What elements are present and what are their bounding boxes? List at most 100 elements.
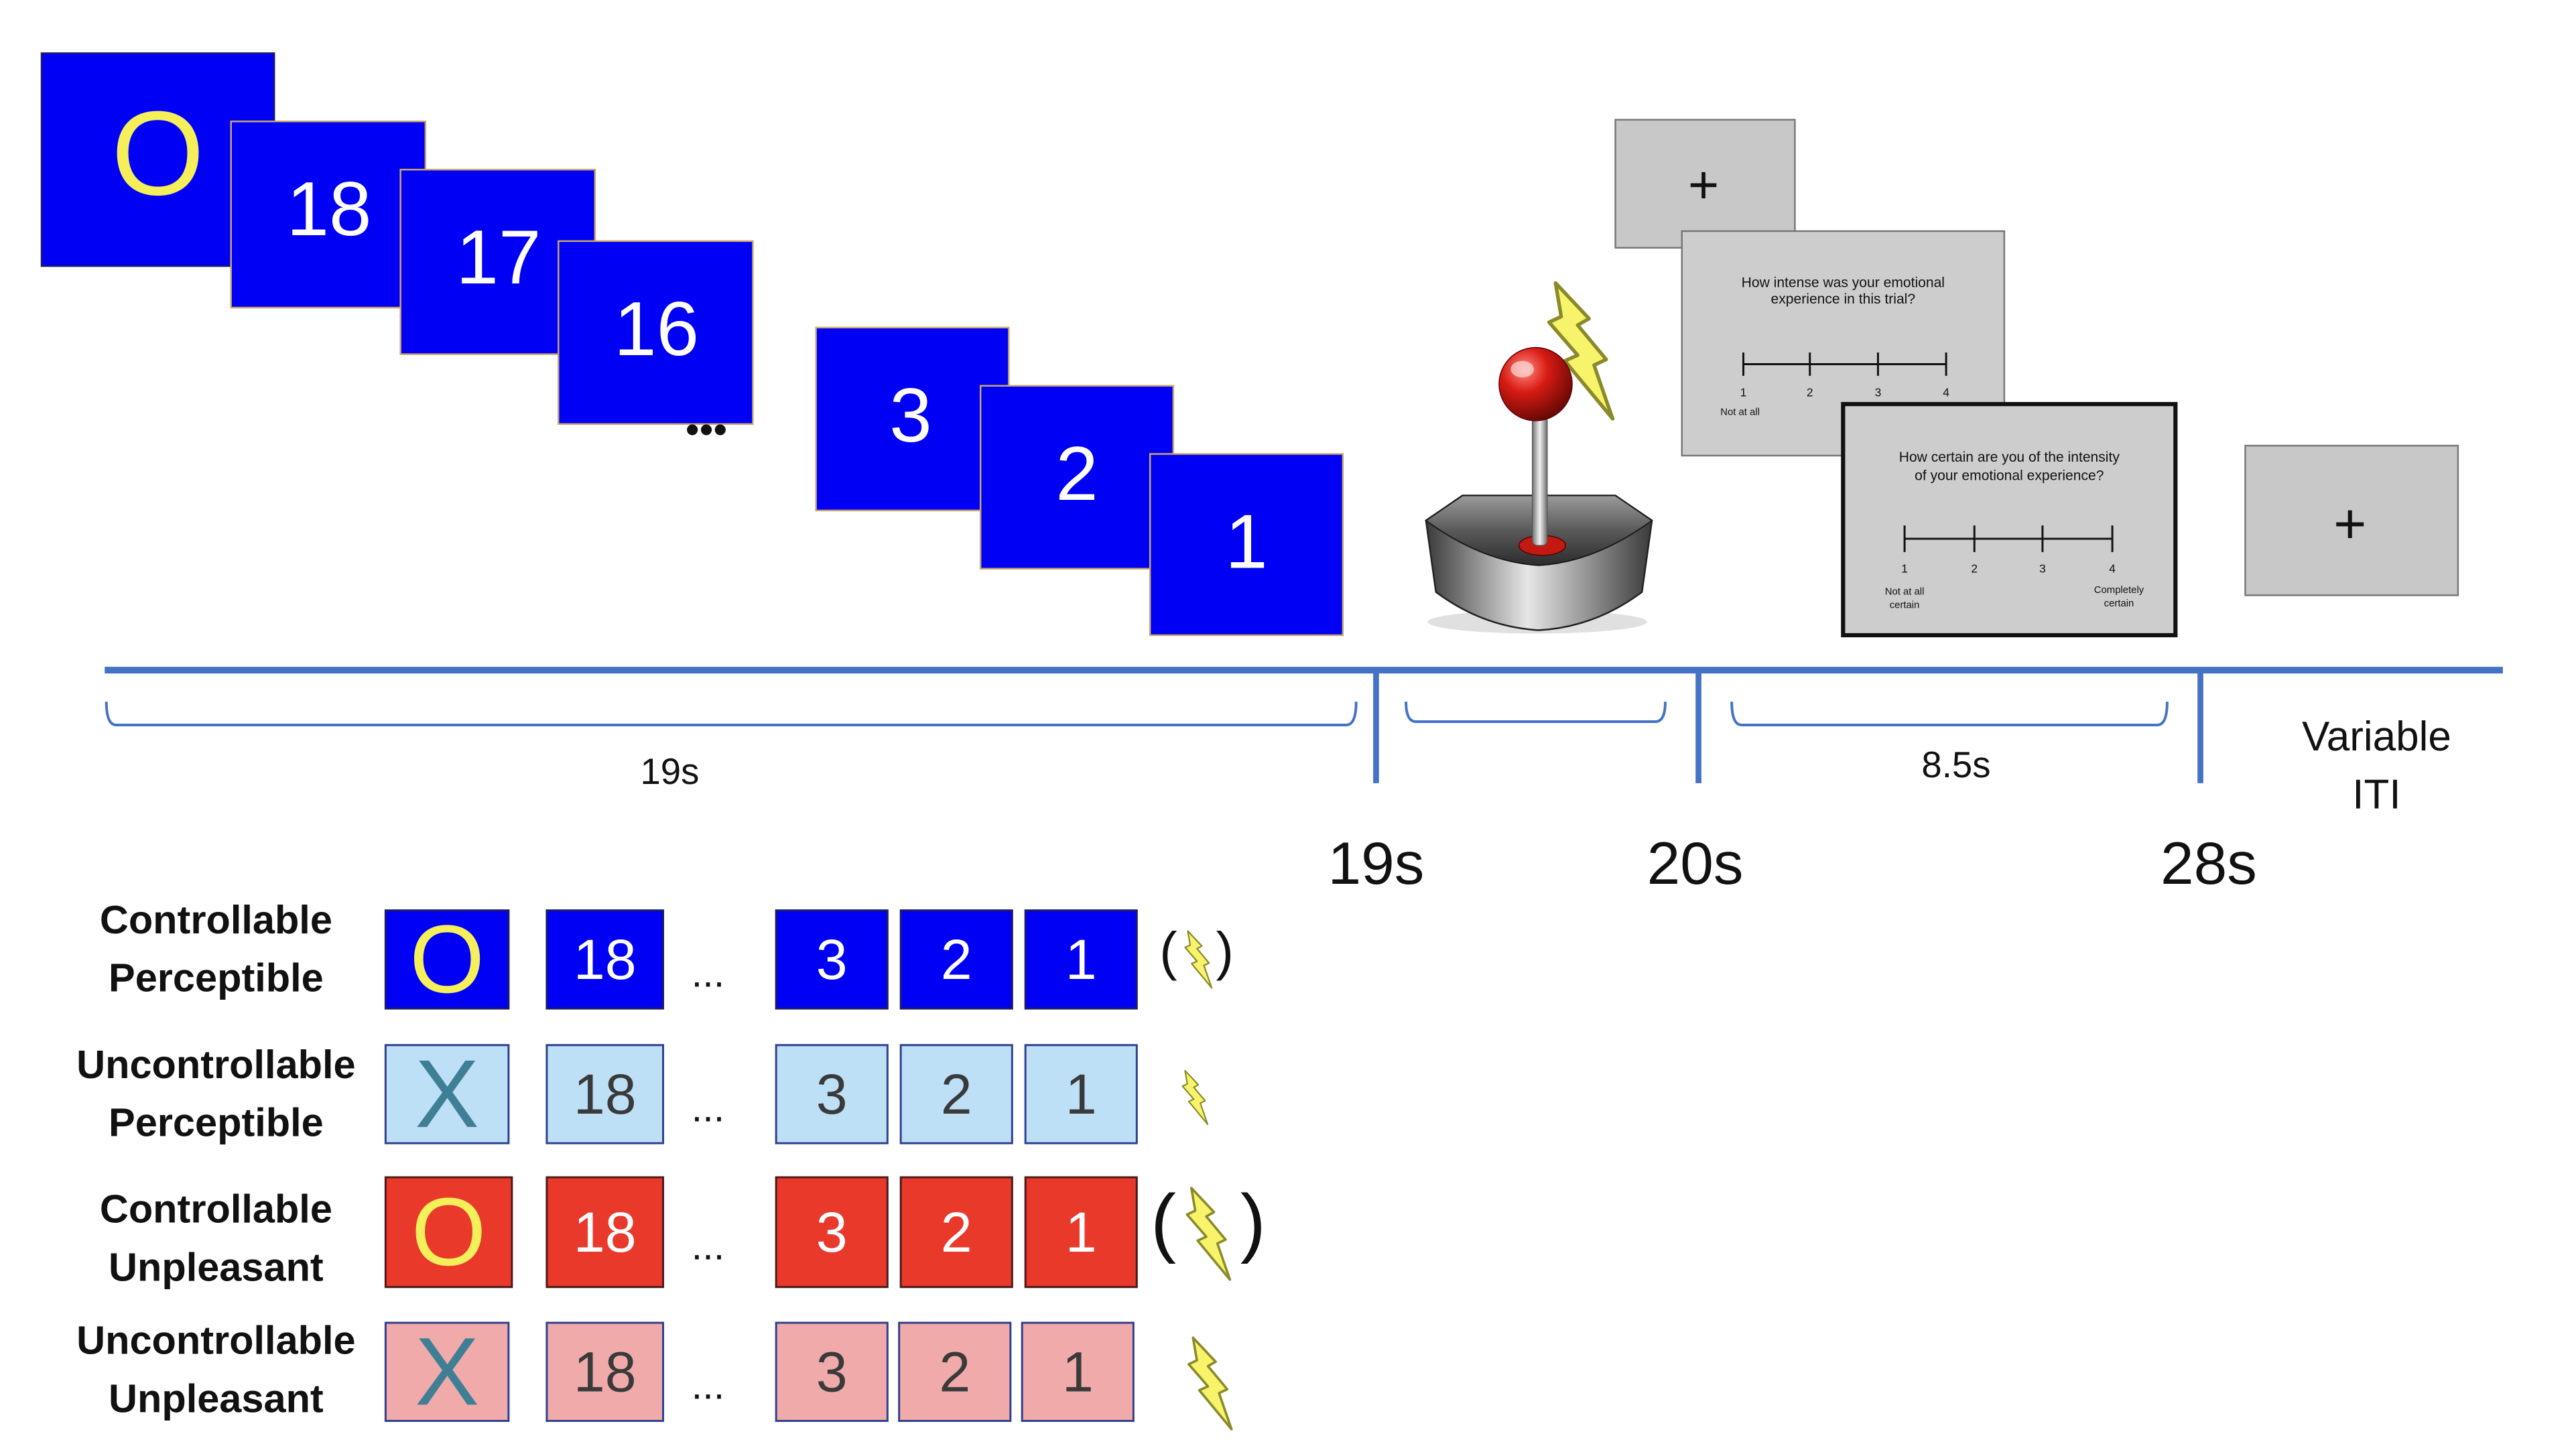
top-countdown-sequence: O 18 17 16 ••• 3 2 1 [40, 52, 1612, 637]
fixation-cross: + [1688, 155, 1719, 214]
countdown-number: 3 [816, 1340, 848, 1403]
condition-label: Perceptible [109, 955, 324, 1000]
lightning-bolt-icon [1189, 1337, 1232, 1429]
countdown-number: 18 [574, 1201, 637, 1264]
countdown-number: 18 [574, 1340, 637, 1403]
condition-label: Controllable [100, 897, 332, 942]
countdown-number: 1 [1066, 1063, 1097, 1126]
countdown-box [775, 909, 889, 1010]
ellipsis: ... [692, 1363, 725, 1408]
countdown-number: 18 [287, 167, 372, 252]
time-marker-label: 20s [1647, 830, 1744, 897]
countdown-screen [815, 326, 1010, 512]
countdown-box [1021, 1321, 1135, 1423]
lightning-bolt-icon [1183, 929, 1213, 989]
countdown-box [899, 1176, 1013, 1289]
fixation-cross: + [2333, 492, 2366, 555]
cue-symbol: X [415, 1041, 479, 1148]
cue-symbol: X [415, 1318, 479, 1425]
countdown-box [899, 909, 1013, 1010]
time-marker-label: 28s [2161, 830, 2257, 897]
countdown-number: 2 [1055, 432, 1098, 517]
countdown-box [775, 1044, 889, 1144]
anchor-label: Not at all [1720, 407, 1760, 417]
condition-label: Controllable [100, 1187, 332, 1232]
countdown-number: 1 [1225, 499, 1267, 584]
condition-label: Uncontrollable [76, 1042, 356, 1087]
cue-symbol: O [411, 1179, 487, 1286]
anchor-label: Not at all [1885, 586, 1925, 597]
rating-screen-certainty [1841, 401, 2178, 638]
optional-shock-paren: ) [1216, 921, 1234, 981]
condition-label: Unpleasant [109, 1245, 324, 1290]
cue-symbol: O [409, 906, 485, 1013]
lightning-bolt-icon [1181, 1069, 1209, 1126]
ellipsis: ••• [686, 407, 727, 452]
optional-shock-paren: ( [1159, 921, 1177, 981]
countdown-box [775, 1321, 889, 1423]
optional-shock-paren: ) [1240, 1179, 1266, 1264]
tick-label: 2 [1971, 562, 1978, 576]
countdown-number: 3 [889, 373, 931, 458]
anchor-label: Completely [2094, 585, 2144, 596]
duration-bracket [1405, 702, 1667, 724]
iti-label: ITI [2352, 772, 2400, 818]
iti-label: Variable [2302, 714, 2451, 760]
fixation-screen [1614, 119, 1796, 249]
countdown-box [1024, 1044, 1138, 1144]
cue-box [384, 1321, 510, 1423]
countdown-number: 1 [1062, 1340, 1094, 1403]
anchor-label: certain [2104, 598, 2134, 609]
countdown-box [545, 1321, 665, 1423]
duration-label: 8.5s [1921, 744, 1990, 785]
countdown-number: 18 [574, 1063, 637, 1126]
countdown-number: 3 [816, 928, 848, 991]
countdown-number: 3 [816, 1063, 848, 1126]
duration-bracket [105, 702, 1358, 726]
joystick-icon [1425, 346, 1653, 634]
tick-label: 1 [1740, 386, 1747, 399]
question-text: of your emotional experience? [1915, 468, 2104, 483]
countdown-number: 17 [456, 215, 541, 300]
tick-label: 4 [1943, 386, 1949, 399]
tick-label: 2 [1807, 386, 1813, 399]
countdown-box [545, 1044, 665, 1144]
countdown-screen [1149, 453, 1344, 637]
optional-shock-paren: ( [1151, 1179, 1176, 1264]
question-text: experience in this trial? [1771, 291, 1916, 307]
countdown-number: 16 [614, 287, 699, 372]
cue-box [384, 909, 510, 1010]
countdown-screen [979, 385, 1175, 570]
countdown-number: 18 [574, 928, 637, 991]
condition-label: Perceptible [109, 1100, 324, 1145]
ellipsis: ... [692, 950, 725, 995]
countdown-box [545, 909, 665, 1010]
countdown-number: 2 [941, 1063, 972, 1126]
countdown-box [1024, 1176, 1138, 1289]
countdown-box [545, 1176, 665, 1289]
countdown-number: 2 [939, 1340, 970, 1403]
time-marker-label: 19s [1328, 830, 1424, 897]
ellipsis: ... [692, 1085, 725, 1130]
countdown-screen [558, 240, 754, 425]
tick-label: 3 [2039, 562, 2046, 576]
iti-screen [2244, 444, 2459, 596]
lightning-bolt-icon [1187, 1188, 1230, 1280]
duration-bracket [1730, 702, 2169, 726]
countdown-number: 2 [941, 1201, 972, 1264]
countdown-box [899, 1044, 1013, 1144]
cue-box [384, 1044, 510, 1144]
countdown-number: 1 [1066, 928, 1097, 991]
cue-symbol: O [111, 86, 204, 220]
question-text: How certain are you of the intensity [1899, 450, 2120, 465]
cue-box [384, 1176, 513, 1289]
ellipsis: ... [692, 1223, 725, 1268]
question-text: How intense was your emotional [1742, 275, 1945, 290]
condition-label: Uncontrollable [76, 1318, 356, 1363]
